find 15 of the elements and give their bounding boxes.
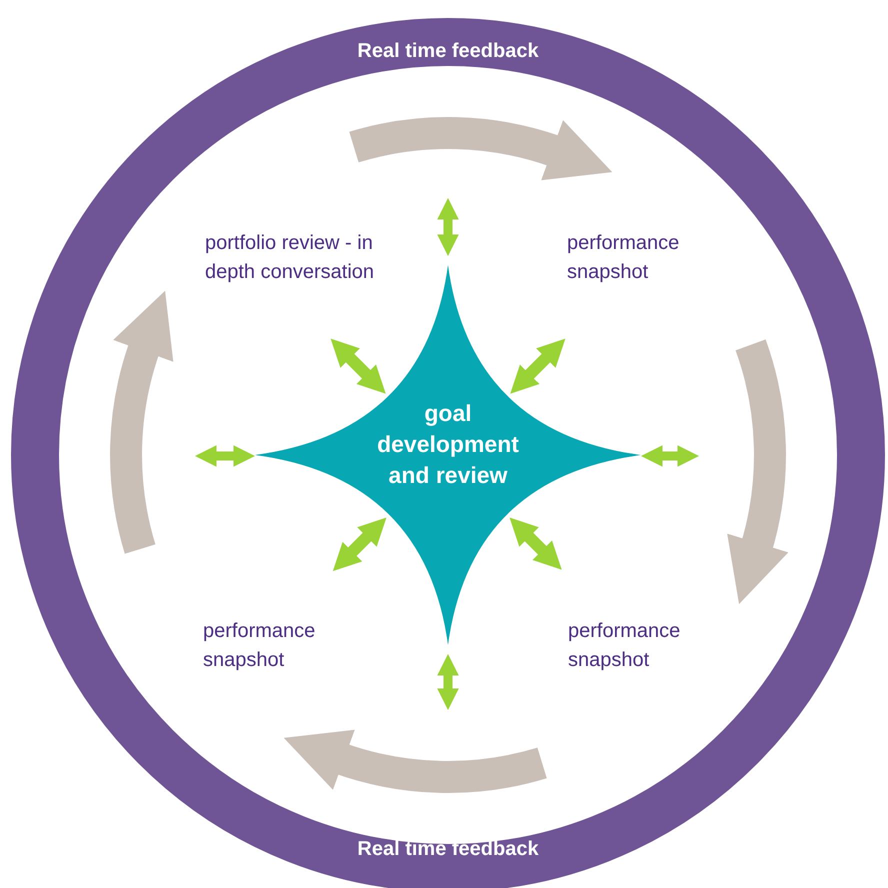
double-arrow: [510, 338, 566, 394]
caption-text: performance snapshot: [568, 617, 728, 675]
double-arrow: [510, 518, 562, 570]
ring-label: Real time feedback: [356, 40, 540, 63]
ring-label: Real time feedback: [356, 838, 540, 861]
caption-text: performance snapshot: [203, 617, 363, 675]
caption-text: performance snapshot: [567, 229, 727, 287]
caption-text: portfolio review - in depth conversation: [205, 229, 387, 287]
double-arrow: [332, 518, 386, 572]
double-arrow: [437, 654, 459, 710]
double-arrow: [640, 445, 700, 467]
double-arrow: [194, 445, 256, 467]
double-arrow: [330, 338, 386, 394]
double-arrow: [437, 198, 459, 256]
star-label: goal development and review: [376, 399, 520, 490]
